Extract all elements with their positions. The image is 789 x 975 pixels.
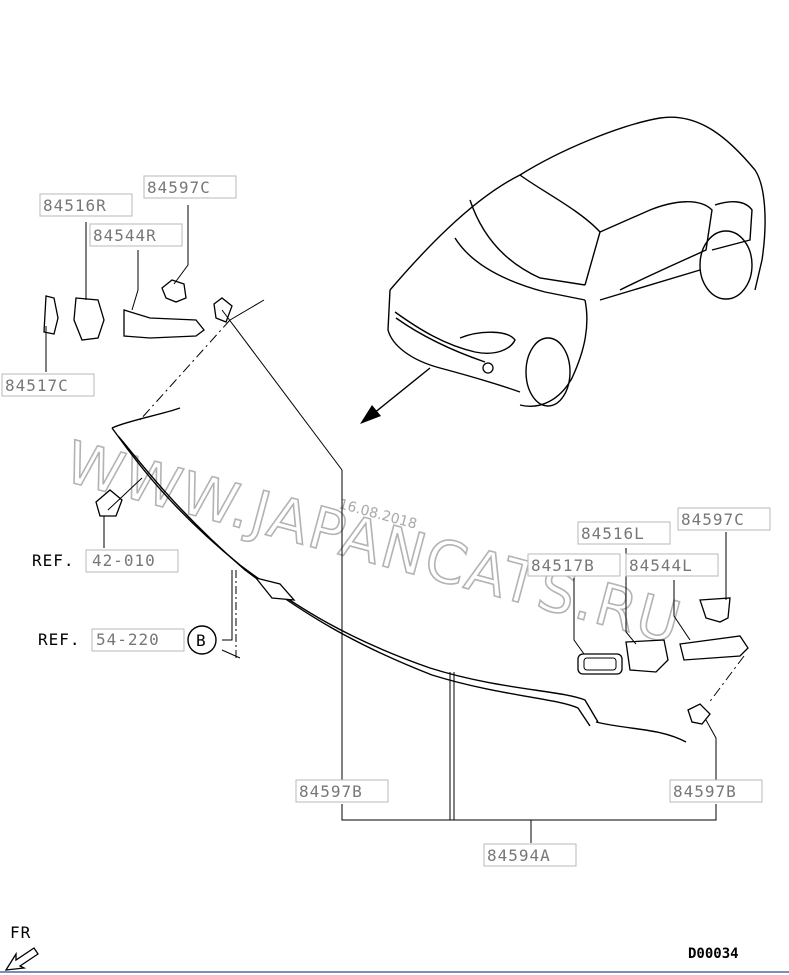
svg-text:84544L: 84544L xyxy=(629,556,693,575)
car-front-bumper xyxy=(387,289,521,393)
label-84517C: 84517C xyxy=(1,373,95,397)
nozzle-84544R-part xyxy=(123,309,205,339)
svg-text:84517C: 84517C xyxy=(5,376,69,395)
label-84516R: 84516R xyxy=(39,193,133,217)
svg-text:84597B: 84597B xyxy=(673,782,737,801)
cap-84517B-part xyxy=(577,653,623,675)
arrow-head-icon xyxy=(360,405,381,424)
car-side-window-front xyxy=(599,201,713,291)
car-headlight xyxy=(394,311,516,354)
cover-84516L-part xyxy=(625,639,669,673)
label-84597B-left: 84597B xyxy=(295,779,389,803)
label-84597B-right: 84597B xyxy=(669,779,763,803)
label-84597C-right: 84597C xyxy=(143,175,237,199)
label-84594A: 84594A xyxy=(483,843,577,867)
label-84517B: 84517B xyxy=(527,553,621,577)
hose-right-end xyxy=(595,721,687,743)
label-84597C-left: 84597C xyxy=(677,507,771,531)
svg-text:84594A: 84594A xyxy=(487,846,551,865)
clip-to-hose-leader xyxy=(107,477,143,511)
car-windshield-bottom xyxy=(469,199,586,286)
left-nozzle-group xyxy=(577,597,749,725)
car-washer-hose-hint xyxy=(395,317,486,363)
leader-lines-right xyxy=(45,205,343,471)
hose-top-left-end xyxy=(111,407,181,429)
hose-assembly xyxy=(95,407,687,743)
hose-main-line xyxy=(111,427,599,723)
front-arrow-icon xyxy=(4,947,39,971)
svg-text:84516L: 84516L xyxy=(581,524,645,543)
car-side-window-rear xyxy=(711,201,753,251)
car-illustration xyxy=(387,116,766,407)
clip-84597B-right-part xyxy=(213,297,233,323)
diagram-code: D00034 xyxy=(688,946,739,962)
clip-84597C-part xyxy=(161,279,187,303)
hose-main-line-outer xyxy=(117,435,591,727)
svg-text:42-010: 42-010 xyxy=(92,551,156,570)
nozzle-84544L-part xyxy=(679,635,749,661)
svg-text:54-220: 54-220 xyxy=(96,630,160,649)
label-84544L: 84544L xyxy=(625,553,719,577)
svg-text:B: B xyxy=(196,631,207,650)
cover-84516R-part xyxy=(73,297,105,341)
label-ref-42-010: REF. 42-010 xyxy=(32,549,179,573)
car-front-wheel xyxy=(525,337,571,407)
right-nozzle-group xyxy=(43,279,233,341)
direction-arrow xyxy=(360,367,431,424)
svg-text:84597C: 84597C xyxy=(147,178,211,197)
clip-84597C-left-part xyxy=(699,597,731,623)
cap-84517C-part xyxy=(43,295,59,335)
svg-text:84544R: 84544R xyxy=(93,226,157,245)
svg-text:84597C: 84597C xyxy=(681,510,745,529)
car-sill xyxy=(599,269,701,301)
ref-circle-b xyxy=(187,625,217,655)
hose-joint xyxy=(254,576,296,601)
car-windshield-right xyxy=(519,174,601,286)
svg-text:REF.: REF. xyxy=(32,551,75,570)
car-front-fender xyxy=(519,299,588,407)
ref-leaders xyxy=(103,516,241,659)
clip-84597B-left-part xyxy=(687,703,711,725)
car-roof-line xyxy=(389,116,766,291)
svg-text:84517B: 84517B xyxy=(531,556,595,575)
label-84544R: 84544R xyxy=(89,223,183,247)
svg-text:84516R: 84516R xyxy=(43,196,107,215)
ref-42-010-clip-part xyxy=(95,489,123,517)
car-washer-nozzle-hint xyxy=(482,362,494,374)
svg-text:FR: FR xyxy=(10,923,31,942)
svg-text:84597B: 84597B xyxy=(299,782,363,801)
car-hood-crease xyxy=(454,237,586,301)
svg-text:REF.: REF. xyxy=(38,630,81,649)
label-84516L: 84516L xyxy=(577,521,671,545)
car-rear-wheel xyxy=(699,230,753,300)
bottom-bracket xyxy=(341,470,717,843)
label-ref-54-220: REF. 54-220 B xyxy=(38,625,217,655)
front-marker: FR xyxy=(4,923,39,971)
